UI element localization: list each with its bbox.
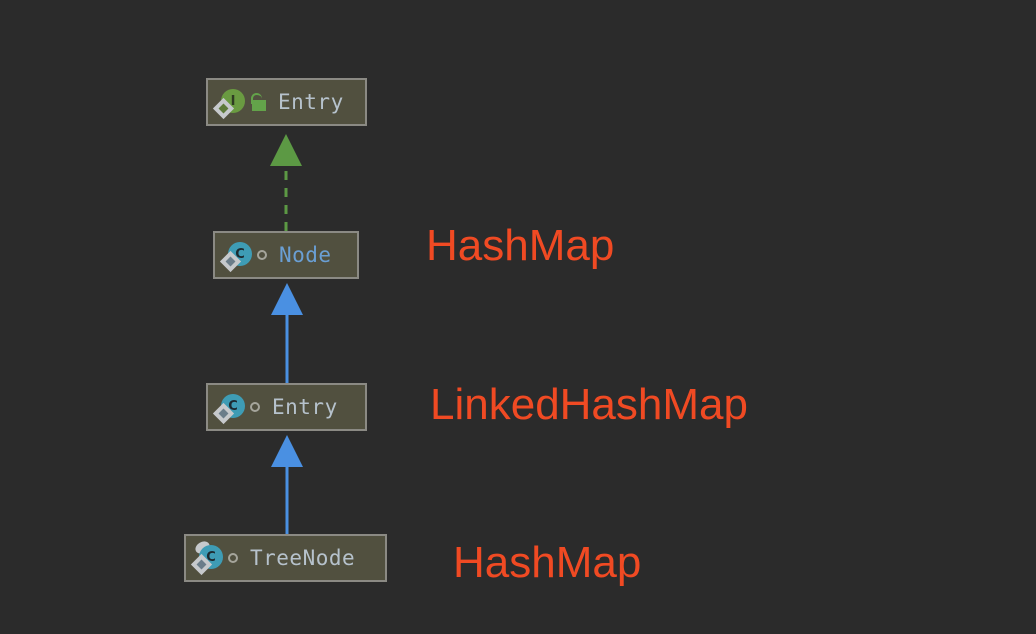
annotation-hashmap-treenode: HashMap — [453, 538, 642, 587]
edge-node-implements-entry[interactable] — [270, 134, 302, 231]
circle-ring-icon — [250, 402, 260, 412]
class-icon: C — [212, 392, 246, 425]
arrowhead-filled-triangle — [271, 435, 303, 467]
circle-ring-icon — [228, 553, 238, 563]
class-node-label: TreeNode — [250, 546, 356, 570]
class-node-map-entry[interactable]: I Entry — [206, 78, 367, 126]
class-node-linkedhashmap-entry[interactable]: C Entry — [206, 383, 367, 431]
class-node-label: Entry — [278, 90, 344, 114]
edge-lhm-entry-extends-node[interactable] — [271, 283, 303, 383]
edge-treenode-extends-lhm-entry[interactable] — [271, 435, 303, 534]
annotation-linkedhashmap: LinkedHashMap — [430, 380, 748, 429]
circle-ring-icon — [257, 250, 267, 260]
arrowhead-filled-triangle — [271, 283, 303, 315]
interface-icon: I — [212, 87, 246, 120]
unlocked-padlock-icon — [250, 92, 268, 112]
arrowhead-filled-triangle — [270, 134, 302, 166]
class-icon: C — [190, 538, 224, 576]
class-node-label: Entry — [272, 395, 338, 419]
class-node-hashmap-node[interactable]: C Node — [213, 231, 359, 279]
annotation-hashmap-node: HashMap — [426, 221, 615, 270]
class-icon: C — [219, 240, 253, 273]
class-node-hashmap-treenode[interactable]: C TreeNode — [184, 534, 387, 582]
class-node-label: Node — [279, 243, 332, 267]
